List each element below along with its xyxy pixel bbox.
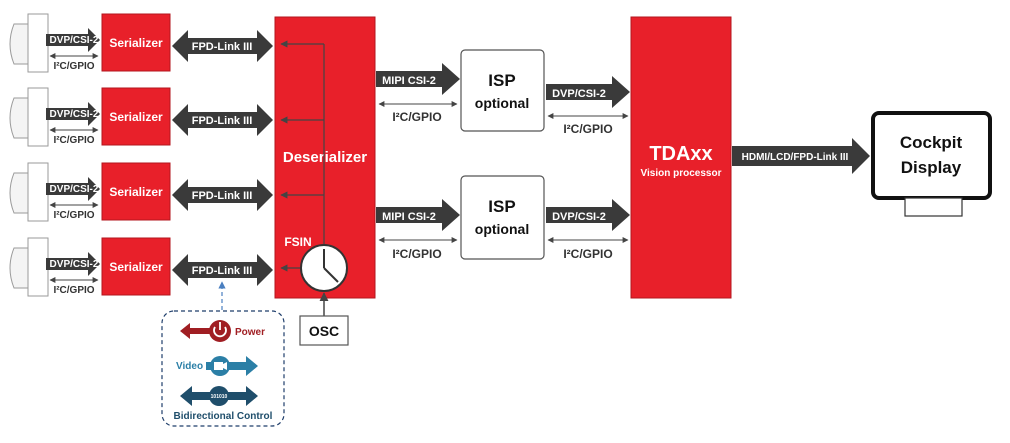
serializer-label: Serializer bbox=[109, 185, 163, 199]
camera-body-icon bbox=[27, 87, 49, 147]
mipi-label-top: MIPI CSI-2 bbox=[382, 75, 436, 87]
serializer-block bbox=[101, 87, 171, 146]
mipi-label-bottom: MIPI CSI-2 bbox=[382, 211, 436, 223]
fsin-label: FSIN bbox=[284, 235, 311, 249]
camera-lens-icon bbox=[9, 172, 29, 214]
power-arrow-icon bbox=[180, 323, 222, 339]
display-link-label: HDMI/LCD/FPD-Link III bbox=[742, 152, 849, 163]
legend-power-label: Power bbox=[235, 327, 265, 338]
dvp-csi-label-top: DVP/CSI-2 bbox=[552, 88, 606, 100]
legend-video-label: Video bbox=[176, 361, 203, 372]
camera-body-icon bbox=[27, 237, 49, 297]
camera-body-icon bbox=[27, 13, 49, 73]
legend-video: Video bbox=[176, 356, 258, 376]
serializer-block bbox=[101, 237, 171, 296]
dvp-csi-label-bottom: DVP/CSI-2 bbox=[552, 211, 606, 223]
deserializer-label: Deserializer bbox=[283, 149, 367, 166]
video-arrow-icon bbox=[206, 356, 258, 376]
isp-title-bottom: ISP bbox=[488, 197, 515, 216]
isp-block-top bbox=[460, 49, 545, 132]
fpd-link-label: FPD-Link III bbox=[192, 190, 253, 202]
display-stand-icon bbox=[904, 197, 963, 217]
camera-body-icon bbox=[27, 162, 49, 222]
serializer-label: Serializer bbox=[109, 260, 163, 274]
isp-title-top: ISP bbox=[488, 71, 515, 90]
fpd-link-label: FPD-Link III bbox=[192, 41, 253, 53]
mipi-arrow-top bbox=[376, 63, 460, 95]
display-label-line1: Cockpit bbox=[900, 133, 963, 152]
isp-subtitle-bottom: optional bbox=[475, 221, 529, 237]
dvp-csi-arrow-bottom bbox=[546, 199, 630, 231]
camera-control-label: I²C/GPIO bbox=[53, 210, 94, 221]
camera-control-label: I²C/GPIO bbox=[53, 61, 94, 72]
display-label-line2: Display bbox=[901, 158, 962, 177]
legend-power: Power bbox=[180, 320, 265, 342]
camera-channel-3: DVP/CSI-2 I²C/GPIO Serializer FPD-Link I… bbox=[9, 162, 273, 222]
serializer-label: Serializer bbox=[109, 36, 163, 50]
i2c-gpio-label-top-right: I²C/GPIO bbox=[563, 122, 612, 136]
legend-control-label: Bidirectional Control bbox=[174, 411, 273, 422]
mipi-arrow-bottom bbox=[376, 199, 460, 231]
fpd-link-arrow bbox=[172, 254, 273, 286]
fpd-link-arrow bbox=[172, 104, 273, 136]
i2c-gpio-label-top-left: I²C/GPIO bbox=[392, 110, 441, 124]
serializer-label: Serializer bbox=[109, 110, 163, 124]
tda-block bbox=[630, 16, 732, 299]
dvp-csi-arrow-top bbox=[546, 76, 630, 108]
osc-block bbox=[299, 315, 349, 346]
tda-subtitle: Vision processor bbox=[641, 168, 722, 179]
tda-title: TDAxx bbox=[649, 143, 712, 165]
camera-channel-1: DVP/CSI-2 I²C/GPIO Serializer FPD-Link I… bbox=[9, 13, 273, 73]
camera-channel-4: DVP/CSI-2 I²C/GPIO Serializer FPD-Link I… bbox=[9, 237, 273, 297]
i2c-gpio-label-bottom-left: I²C/GPIO bbox=[392, 247, 441, 261]
serializer-block bbox=[101, 162, 171, 221]
camera-channel-2: DVP/CSI-2 I²C/GPIO Serializer FPD-Link I… bbox=[9, 87, 273, 147]
camera-interface-label: DVP/CSI-2 bbox=[50, 109, 99, 120]
clock-icon bbox=[300, 244, 348, 292]
isp-subtitle-top: optional bbox=[475, 95, 529, 111]
camera-interface-arrow bbox=[46, 102, 100, 126]
fpd-link-label: FPD-Link III bbox=[192, 115, 253, 127]
legend-control: 101010 Bidirectional Control bbox=[174, 386, 273, 422]
fpd-link-arrow bbox=[172, 30, 273, 62]
legend-control-icon-text: 101010 bbox=[211, 394, 228, 400]
camera-interface-arrow bbox=[46, 252, 100, 276]
camera-interface-label: DVP/CSI-2 bbox=[50, 184, 99, 195]
control-icon bbox=[209, 386, 229, 406]
power-icon bbox=[209, 320, 231, 342]
camera-interface-arrow bbox=[46, 177, 100, 201]
camera-interface-label: DVP/CSI-2 bbox=[50, 35, 99, 46]
camera-control-label: I²C/GPIO bbox=[53, 135, 94, 146]
fpd-link-label: FPD-Link III bbox=[192, 265, 253, 277]
camera-lens-icon bbox=[9, 97, 29, 139]
fpd-link-arrow bbox=[172, 179, 273, 211]
isp-block-bottom bbox=[460, 175, 545, 260]
camera-interface-arrow bbox=[46, 28, 100, 52]
display-link-arrow bbox=[732, 138, 870, 174]
i2c-gpio-label-bottom-right: I²C/GPIO bbox=[563, 247, 612, 261]
osc-label: OSC bbox=[309, 323, 339, 339]
display-screen bbox=[871, 111, 992, 200]
serializer-block bbox=[101, 13, 171, 72]
camera-lens-icon bbox=[9, 23, 29, 65]
camera-lens-icon bbox=[9, 247, 29, 289]
camera-control-label: I²C/GPIO bbox=[53, 285, 94, 296]
camera-interface-label: DVP/CSI-2 bbox=[50, 259, 99, 270]
